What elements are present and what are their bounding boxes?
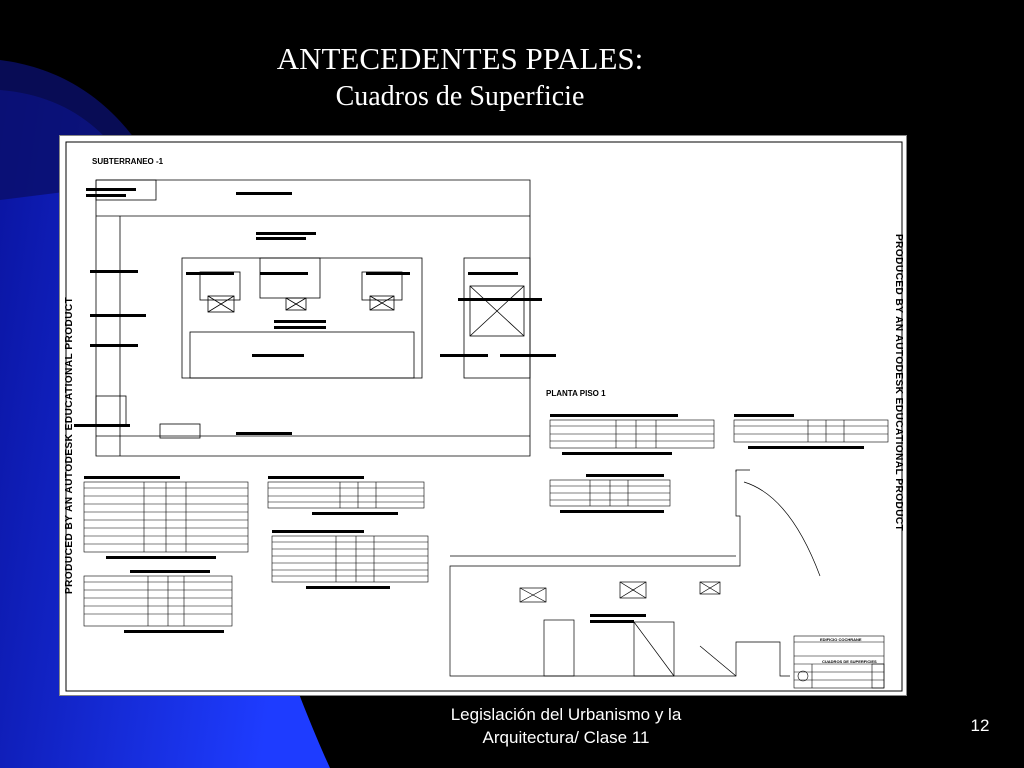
architectural-drawing: SUBTERRANEO -1 (59, 135, 907, 696)
watermark-right: PRODUCED BY AN AUTODESK EDUCATIONAL PROD… (893, 234, 904, 531)
title-line-2: Cuadros de Superficie (335, 81, 585, 112)
footer-line-2: Arquitectura/ Clase 11 (482, 728, 650, 747)
table-estacionamientos-subterraneo (83, 481, 249, 553)
table-comun-dpto-piso1 (549, 479, 671, 507)
title-line-1: ANTECEDENTES PPALES: (276, 41, 644, 76)
planta-piso-label: PLANTA PISO 1 (546, 389, 606, 398)
watermark-left: PRODUCED BY AN AUTODESK EDUCATIONAL PROD… (64, 297, 75, 594)
footer-line-1: Legislación del Urbanismo y la (450, 705, 682, 724)
page-number: 12 (970, 716, 990, 735)
table-superficie-comun-piso1 (733, 419, 889, 443)
subterraneo-labels (74, 188, 556, 435)
subterraneo-plan (95, 179, 531, 457)
table-estacionamientos-piso1 (549, 419, 715, 449)
slide-title: ANTECEDENTES PPALES: Cuadros de Superfic… (0, 40, 920, 116)
subterraneo-label: SUBTERRANEO -1 (92, 157, 164, 166)
title-block (793, 635, 885, 689)
planta-piso-plan (449, 469, 821, 677)
table-circ-vehicular (267, 481, 425, 509)
drawing-canvas: SUBTERRANEO -1 (64, 141, 904, 692)
title-block-sheet: CUADROS DE SUPERFICIES (822, 659, 877, 664)
footer-course-title: Legislación del Urbanismo y la Arquitect… (380, 703, 752, 749)
table-bodegas (271, 535, 429, 583)
table-superficie-comun-subterraneo (83, 575, 233, 627)
title-block-project: EDIFICIO COCHRANE (820, 637, 862, 642)
